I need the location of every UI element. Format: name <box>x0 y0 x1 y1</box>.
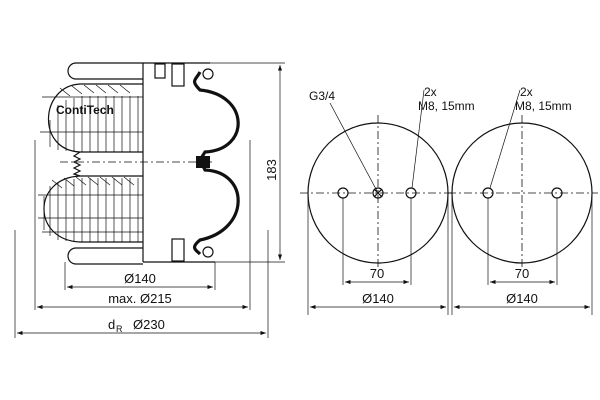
top-view-2: 70 Ø140 2x M8, 15mm <box>448 85 598 315</box>
thread-spec: M8, 15mm <box>418 99 475 113</box>
dr-diameter: Ø230 <box>133 317 165 332</box>
stud-bottom <box>171 238 185 262</box>
port-label: G3/4 <box>309 89 335 103</box>
height-dimension: 183 <box>264 159 279 181</box>
port-fitting-top <box>171 63 185 87</box>
side-view: ContiTech 183 Ø140 max. Ø215 d R Ø230 <box>14 62 285 338</box>
plate-diameter: Ø140 <box>506 291 538 306</box>
bellows-ribs <box>38 84 143 242</box>
top-view-1: 70 Ø140 G3/4 2x M8, 15mm <box>300 85 475 315</box>
mounting-stud-top <box>154 63 166 79</box>
brand-logo: ContiTech <box>56 103 114 117</box>
thread-count: 2x <box>520 85 533 99</box>
dr-label: d <box>108 317 115 332</box>
plate-diameter: Ø140 <box>124 271 156 286</box>
thread-count: 2x <box>424 85 437 99</box>
hole-spacing: 70 <box>515 266 529 281</box>
air-port <box>372 187 384 199</box>
thread-spec: M8, 15mm <box>515 99 572 113</box>
dr-subscript: R <box>116 324 123 334</box>
hole-spacing: 70 <box>370 266 384 281</box>
plate-diameter: Ø140 <box>362 291 394 306</box>
max-diameter: max. Ø215 <box>108 291 172 306</box>
